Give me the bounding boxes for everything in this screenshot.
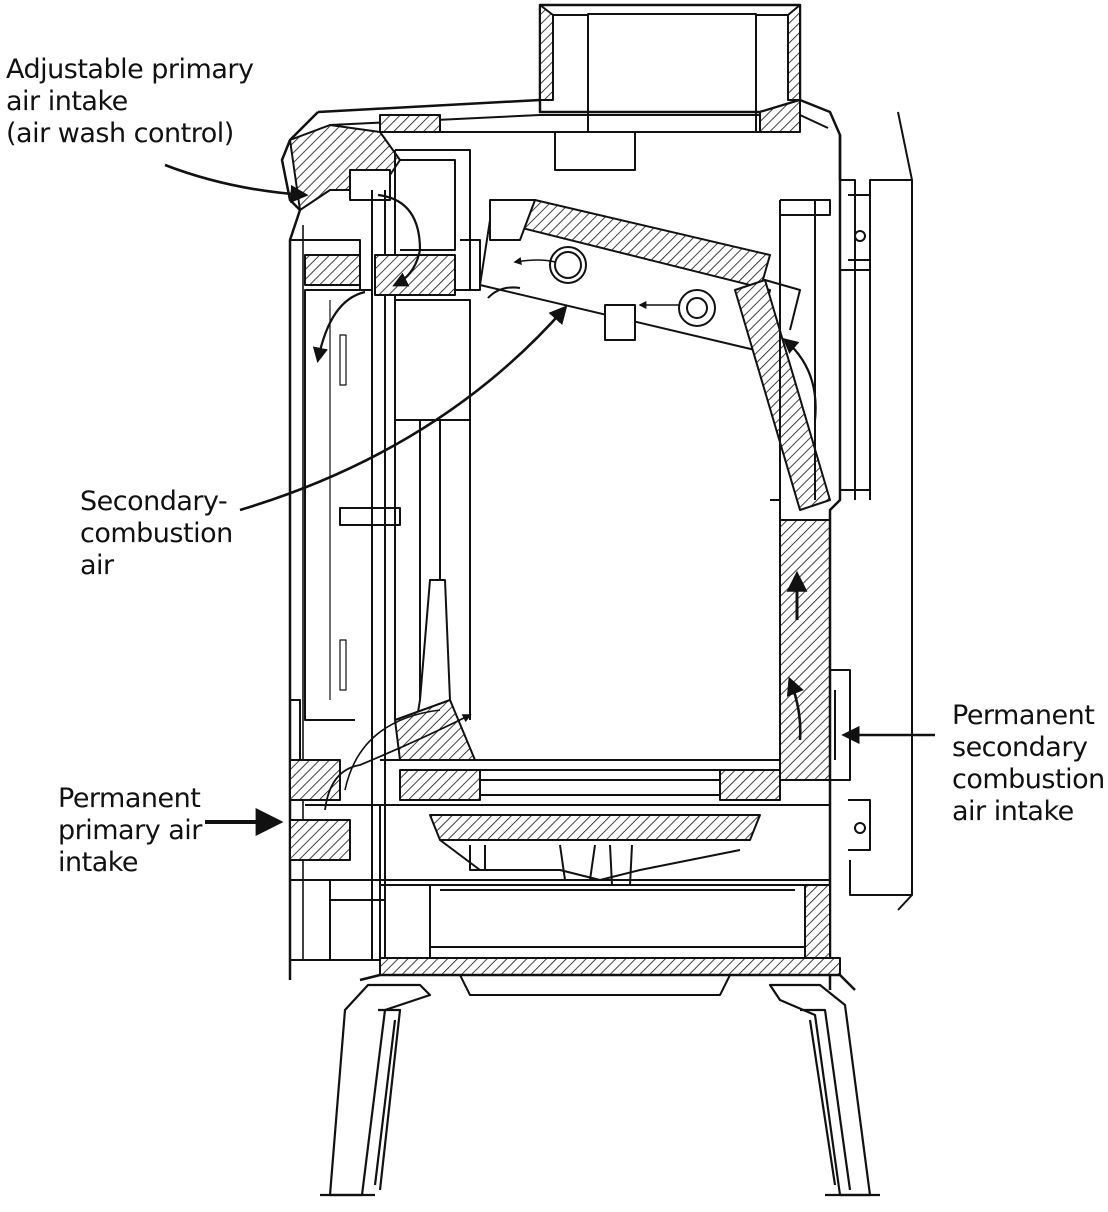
label-line: secondary: [952, 732, 1088, 763]
baffle-plate: [460, 199, 771, 351]
right-firebrick-upper: [734, 279, 831, 511]
ash-pan: [305, 804, 831, 961]
lower-primary-flow-arrow: [324, 714, 472, 811]
stove-top: [317, 98, 842, 180]
air-wash-channel: [374, 149, 471, 720]
air-wash-flow-arrow: [377, 193, 422, 287]
right-upper-flow-arrow: [782, 337, 817, 421]
label-permanent-primary-air-intake: Permanent primary air intake: [58, 783, 202, 879]
label-line: intake: [58, 847, 139, 878]
bottom-plate: [359, 957, 856, 996]
label-line: combustion: [80, 518, 233, 549]
right-up-arrow-2: [786, 676, 804, 741]
grate: [380, 759, 830, 886]
air-wash-down-arrow: [312, 290, 366, 364]
tube-flow-arrow-1: [513, 257, 556, 265]
label-line: Secondary-: [80, 486, 228, 517]
label-secondary-combustion-air: Secondary- combustion air: [80, 486, 233, 582]
door-frame-left: [329, 150, 401, 960]
label-line: air intake: [952, 796, 1074, 827]
label-line: air intake: [6, 86, 128, 117]
label-line: Adjustable primary: [6, 54, 254, 85]
flue-collar: [538, 3, 802, 171]
label-adjustable-primary-air-intake: Adjustable primary air intake (air wash …: [6, 54, 254, 150]
firebox-left-wall: [394, 420, 476, 761]
secondary-air-pointer: [239, 305, 568, 512]
adjustable-intake-pointer: [164, 163, 309, 204]
airflow-arrows: [164, 163, 935, 836]
right-leg: [768, 983, 880, 1197]
right-outer-shell: [828, 111, 913, 990]
label-line: (air wash control): [6, 118, 234, 149]
label-line: Permanent: [952, 700, 1095, 731]
label-line: combustion: [952, 764, 1105, 795]
left-outer-shell: [280, 111, 401, 980]
label-permanent-secondary-combustion-air-intake: Permanent secondary combustion air intak…: [952, 700, 1105, 828]
left-leg: [320, 983, 432, 1197]
label-line: air: [80, 550, 114, 581]
label-line: Permanent: [58, 783, 201, 814]
label-line: primary air: [58, 815, 202, 846]
